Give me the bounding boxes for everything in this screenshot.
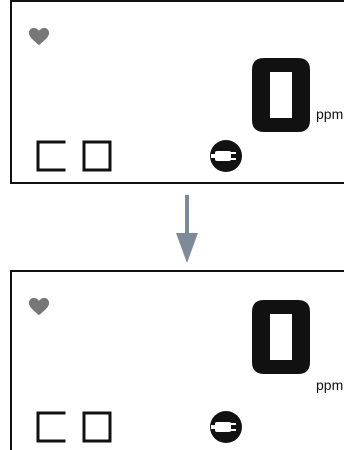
reading-digit-zero [252,300,310,374]
gas-label-segment [36,140,112,172]
lcd-panel-after: ppm [10,270,344,450]
power-plug-icon [210,411,242,443]
power-plug-icon [210,140,242,172]
down-arrow-icon [176,195,198,263]
reading-unit: ppm [316,377,344,393]
reading-unit: ppm [316,106,344,122]
reading-digit-zero [252,58,310,132]
heart-icon [28,27,50,46]
lcd-panel-before: ppm [10,0,344,184]
gas-label-segment [36,411,112,443]
heart-icon [28,297,50,316]
